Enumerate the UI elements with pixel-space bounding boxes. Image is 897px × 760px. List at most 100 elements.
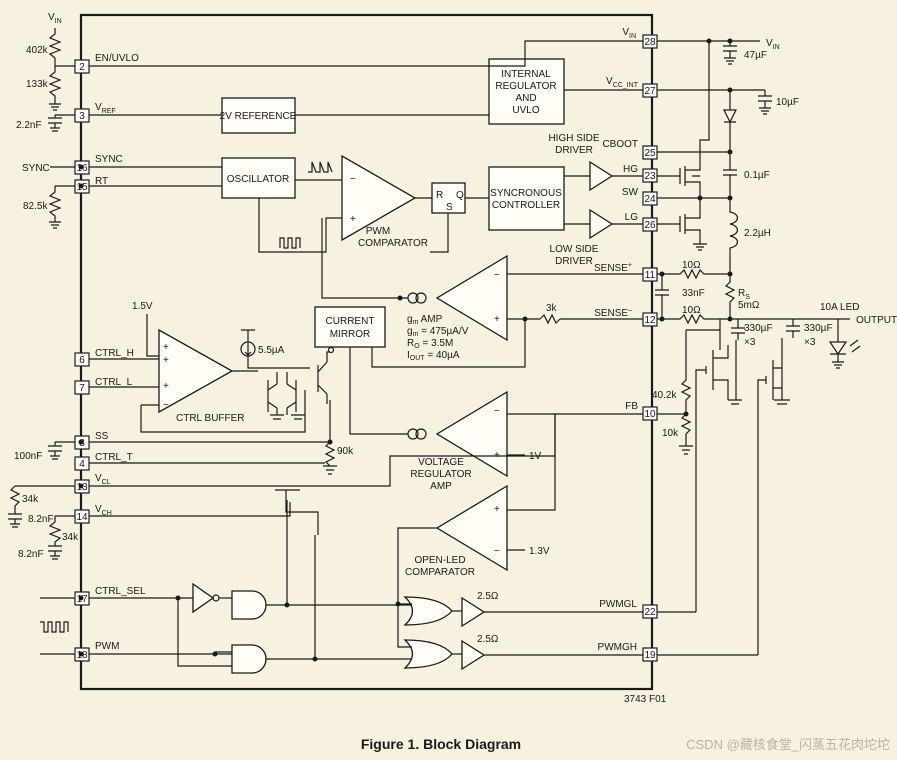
pin-label: HG: [623, 164, 638, 175]
led-label: 10A LED: [820, 302, 859, 313]
pin-label: RT: [95, 176, 108, 187]
svg-text:AMP: AMP: [430, 481, 452, 492]
pin-label: SENSE+: [594, 262, 632, 274]
v-1v3-label: 1.3V: [529, 546, 550, 557]
and-gate-top: [231, 590, 267, 620]
svg-text:OSCILLATOR: OSCILLATOR: [227, 174, 289, 185]
pin-label: CTRL_SEL: [95, 586, 146, 597]
pin-16: 16 SYNC: [50, 154, 123, 175]
svg-text:REGULATOR: REGULATOR: [495, 81, 556, 92]
buffer-pwmgh: [461, 639, 486, 671]
pin-label: CTRL_H: [95, 348, 134, 359]
pin-7: 7 CTRL_L: [74, 377, 133, 395]
pin-label: CTRL_L: [95, 377, 133, 388]
pin-label: SENSE–: [594, 307, 632, 319]
pin-label: VCH: [95, 504, 112, 517]
r-2r5-b-label: 2.5Ω: [477, 634, 499, 645]
r-10k-label: 10k: [662, 428, 679, 439]
c-0u1-label: 0.1µF: [744, 170, 770, 181]
pin-label: FB: [625, 401, 638, 412]
pin-label: PWMGH: [598, 642, 637, 653]
svg-text:VOLTAGE: VOLTAGE: [418, 457, 464, 468]
inductor-2u2: [729, 198, 739, 268]
svg-text:+: +: [163, 355, 169, 366]
pin-number: 6: [79, 355, 85, 366]
l-2u2-label: 2.2µH: [744, 228, 771, 239]
c-47uf-label: 47µF: [744, 50, 767, 61]
sense-resistor: [724, 268, 736, 319]
left-external: VIN 402k 133k 2.2nF SYNC 82.5k 100nF 34k…: [8, 12, 354, 560]
c-330-b-multiplier: ×3: [804, 337, 816, 348]
pwm-comparator: − + PWM COMPARATOR: [341, 154, 428, 249]
gm-amp-label: gm AMP: [407, 314, 443, 326]
pin-label: SYNC: [95, 154, 123, 165]
pin-4: 4 CTRL_T: [74, 452, 133, 471]
pin-3: 3 VREF: [55, 102, 116, 123]
pin-number: 25: [644, 148, 656, 159]
svg-text:+: +: [350, 214, 356, 225]
current-mirror-block: CURRENT MIRROR: [314, 306, 386, 348]
pin-label: VREF: [95, 102, 116, 115]
voltage-regulator-amp: − + VOLTAGE REGULATOR AMP: [407, 390, 508, 492]
svg-text:OPEN-LED: OPEN-LED: [414, 555, 465, 566]
vref-block: 2V REFERENCE: [220, 97, 297, 134]
r-90k-label: 90k: [337, 446, 354, 457]
r-10-a-label: 10Ω: [682, 260, 701, 271]
svg-text:UVLO: UVLO: [512, 105, 539, 116]
right-pins: 28 VIN 27 VCC_INT 25 CBOOT 23 HG 24 SW 2…: [594, 27, 658, 662]
pin-label: SS: [95, 431, 109, 442]
rs-value-label: 5mΩ: [738, 300, 760, 311]
pin-label: PWMGL: [599, 599, 637, 610]
c-2n2-label: 2.2nF: [16, 120, 42, 131]
svg-text:MIRROR: MIRROR: [330, 329, 371, 340]
svg-text:−: −: [494, 270, 500, 281]
pin-number: 22: [644, 607, 656, 618]
svg-text:Q: Q: [456, 190, 464, 201]
svg-text:+: +: [494, 504, 500, 515]
vin-top-label: VIN: [48, 12, 62, 25]
svg-text:LOW SIDE: LOW SIDE: [550, 244, 599, 255]
c-33nf-label: 33nF: [682, 288, 705, 299]
svg-text:DRIVER: DRIVER: [555, 256, 593, 267]
svg-text:AND: AND: [515, 93, 536, 104]
pin-number: 10: [644, 409, 656, 420]
and-gate-bottom: [231, 644, 267, 674]
svg-text:−: −: [350, 174, 356, 185]
pin-14: 14 VCH: [55, 504, 112, 524]
pin-number: 11: [645, 270, 656, 281]
buffer-pwmgl: [461, 596, 486, 628]
c-8n2-a-label: 8.2nF: [28, 514, 54, 525]
v-1v5-label: 1.5V: [132, 301, 153, 312]
pin-number: 19: [644, 650, 656, 661]
ro-value: RO = 3.5M: [407, 338, 453, 350]
svg-text:−: −: [494, 406, 500, 417]
pin-number: 4: [79, 459, 85, 470]
r-34k-b-label: 34k: [62, 532, 79, 543]
pin-number: 23: [644, 171, 656, 182]
pin-label: VIN: [622, 27, 636, 40]
ic-outline: [79, 13, 654, 691]
left-pins: 2 EN/UVLO 3 VREF 16 SYNC 15 RT 6 CTRL_H: [15, 53, 146, 662]
pin-11: 11 SENSE+: [594, 262, 658, 282]
pin-label: PWM: [95, 641, 119, 652]
svg-text:S: S: [446, 202, 453, 213]
pin-2: 2 EN/UVLO: [55, 53, 139, 74]
pin-number: 28: [644, 37, 656, 48]
vin-right-label: VIN: [766, 38, 780, 51]
pin-number: 27: [644, 86, 656, 97]
c-330-b-label: 330µF: [804, 323, 833, 334]
c-330-a-label: 330µF: [744, 323, 773, 334]
sync-input-label: SYNC: [22, 163, 50, 174]
ctrl-buffer: + + + − CTRL BUFFER: [158, 328, 245, 424]
iout-value: IOUT = 40µA: [407, 350, 460, 362]
svg-text:PWM: PWM: [366, 226, 390, 237]
svg-text:+: +: [163, 342, 169, 353]
right-external: VIN 47µF 10µF 0.1µF 2.2µH 10Ω 33nF 10Ω 3…: [477, 38, 897, 656]
c-10uf-label: 10µF: [776, 97, 799, 108]
svg-text:−: −: [163, 400, 169, 411]
svg-text:−: −: [494, 546, 500, 557]
svg-text:REGULATOR: REGULATOR: [410, 469, 471, 480]
svg-text:CTRL BUFFER: CTRL BUFFER: [176, 413, 245, 424]
r-82k5-label: 82.5k: [23, 201, 48, 212]
